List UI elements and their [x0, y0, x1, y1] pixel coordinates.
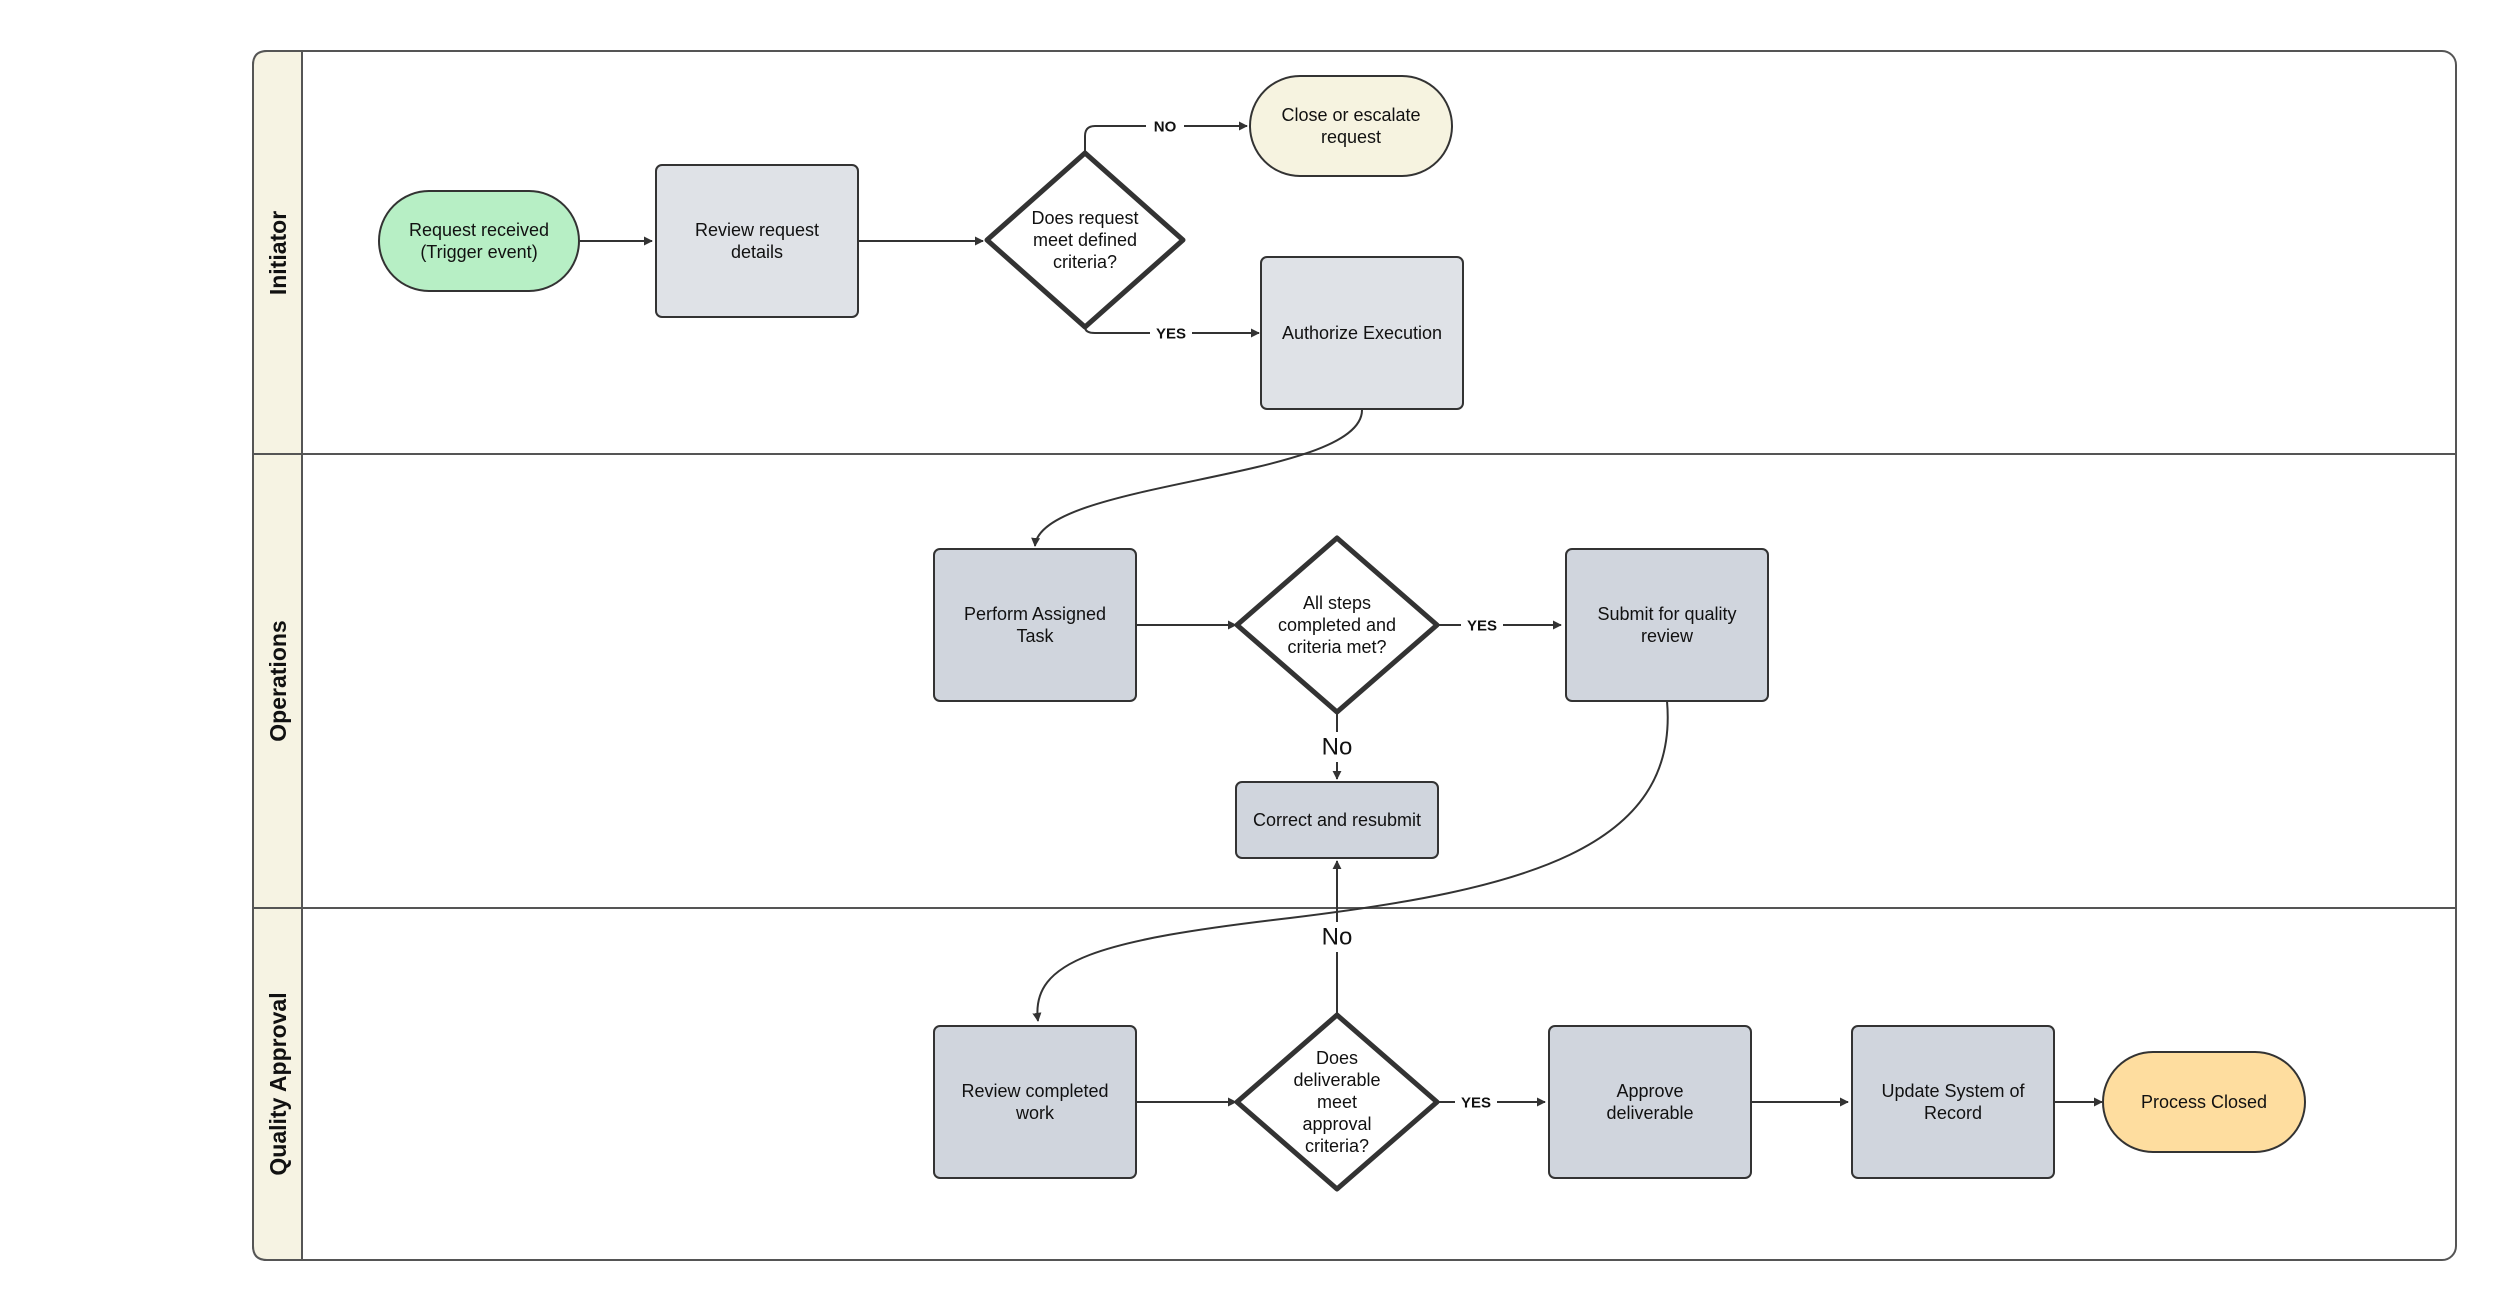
node-label: (Trigger event): [420, 242, 537, 262]
node-shape: [1260, 256, 1464, 410]
node-label: Review request: [695, 220, 819, 240]
node-label: details: [731, 242, 783, 262]
edge-label-yes-top: YES: [1156, 326, 1186, 343]
node-label: deliverable: [1293, 1070, 1380, 1090]
node-label: Record: [1924, 1103, 1982, 1123]
node-label: criteria?: [1305, 1136, 1369, 1156]
lane-label-initiator: Initiator: [265, 211, 291, 295]
node-label: Does: [1316, 1048, 1358, 1068]
node-label: request: [1321, 127, 1381, 147]
edge-authorize-to-perform: [1031, 409, 1363, 547]
node-shape: [1851, 1025, 2055, 1179]
edge-decision-no: [1084, 121, 1248, 153]
node-label: Close or escalate: [1281, 105, 1420, 125]
node-label: completed and: [1278, 615, 1396, 635]
node-label: Review completed: [961, 1081, 1108, 1101]
node-shape: [1548, 1025, 1752, 1179]
node-label: meet defined: [1033, 230, 1137, 250]
node-label: approval: [1302, 1114, 1371, 1134]
node-label: Request received: [409, 220, 549, 240]
node-label: Process Closed: [2141, 1092, 2267, 1112]
node-shape: [1235, 781, 1439, 859]
node-request-received: Request received(Trigger event): [378, 190, 580, 292]
edge-label-yes-ops: YES: [1467, 618, 1497, 635]
node-process-closed: Process Closed: [2102, 1051, 2306, 1153]
node-label: review: [1641, 626, 1694, 646]
node-shape: [1234, 535, 1440, 715]
edge-label-no-top: NO: [1154, 119, 1177, 136]
node-label: criteria?: [1053, 252, 1117, 272]
node-label: Correct and resubmit: [1253, 810, 1421, 830]
node-shape: [933, 1025, 1137, 1179]
node-shape: [2102, 1051, 2306, 1153]
lane-header-column: [252, 50, 303, 1261]
lane-label-quality-approval: Quality Approval: [265, 992, 291, 1175]
node-label: Does request: [1031, 208, 1138, 228]
node-authorize: Authorize Execution: [1260, 256, 1464, 410]
node-label: work: [1015, 1103, 1055, 1123]
node-shape: [1249, 75, 1453, 177]
edges: [580, 121, 2103, 1107]
node-label: Submit for quality: [1597, 604, 1736, 624]
edge-label-no-quality: No: [1322, 924, 1353, 951]
node-shape: [933, 548, 1137, 702]
node-shape: [984, 150, 1186, 330]
edge-submit-to-review-work: [1032, 700, 1669, 1022]
node-label: Task: [1016, 626, 1054, 646]
node-label: Authorize Execution: [1282, 323, 1442, 343]
edge-label-no-ops: No: [1322, 734, 1353, 761]
node-shape: [1565, 548, 1769, 702]
node-label: meet: [1317, 1092, 1357, 1112]
node-correct-resubmit: Correct and resubmit: [1235, 781, 1439, 859]
node-label: Approve: [1616, 1081, 1683, 1101]
node-label: Perform Assigned: [964, 604, 1106, 624]
edge-label-yes-quality: YES: [1461, 1095, 1491, 1112]
node-label: Update System of: [1881, 1081, 2025, 1101]
node-label: deliverable: [1606, 1103, 1693, 1123]
node-shape: [1234, 1012, 1440, 1192]
node-shape: [655, 164, 859, 318]
lane-label-operations: Operations: [265, 620, 291, 741]
node-shape: [378, 190, 580, 292]
node-label: criteria met?: [1287, 637, 1386, 657]
node-label: All steps: [1303, 593, 1371, 613]
nodes: Request received(Trigger event) Review re…: [378, 75, 2306, 1192]
